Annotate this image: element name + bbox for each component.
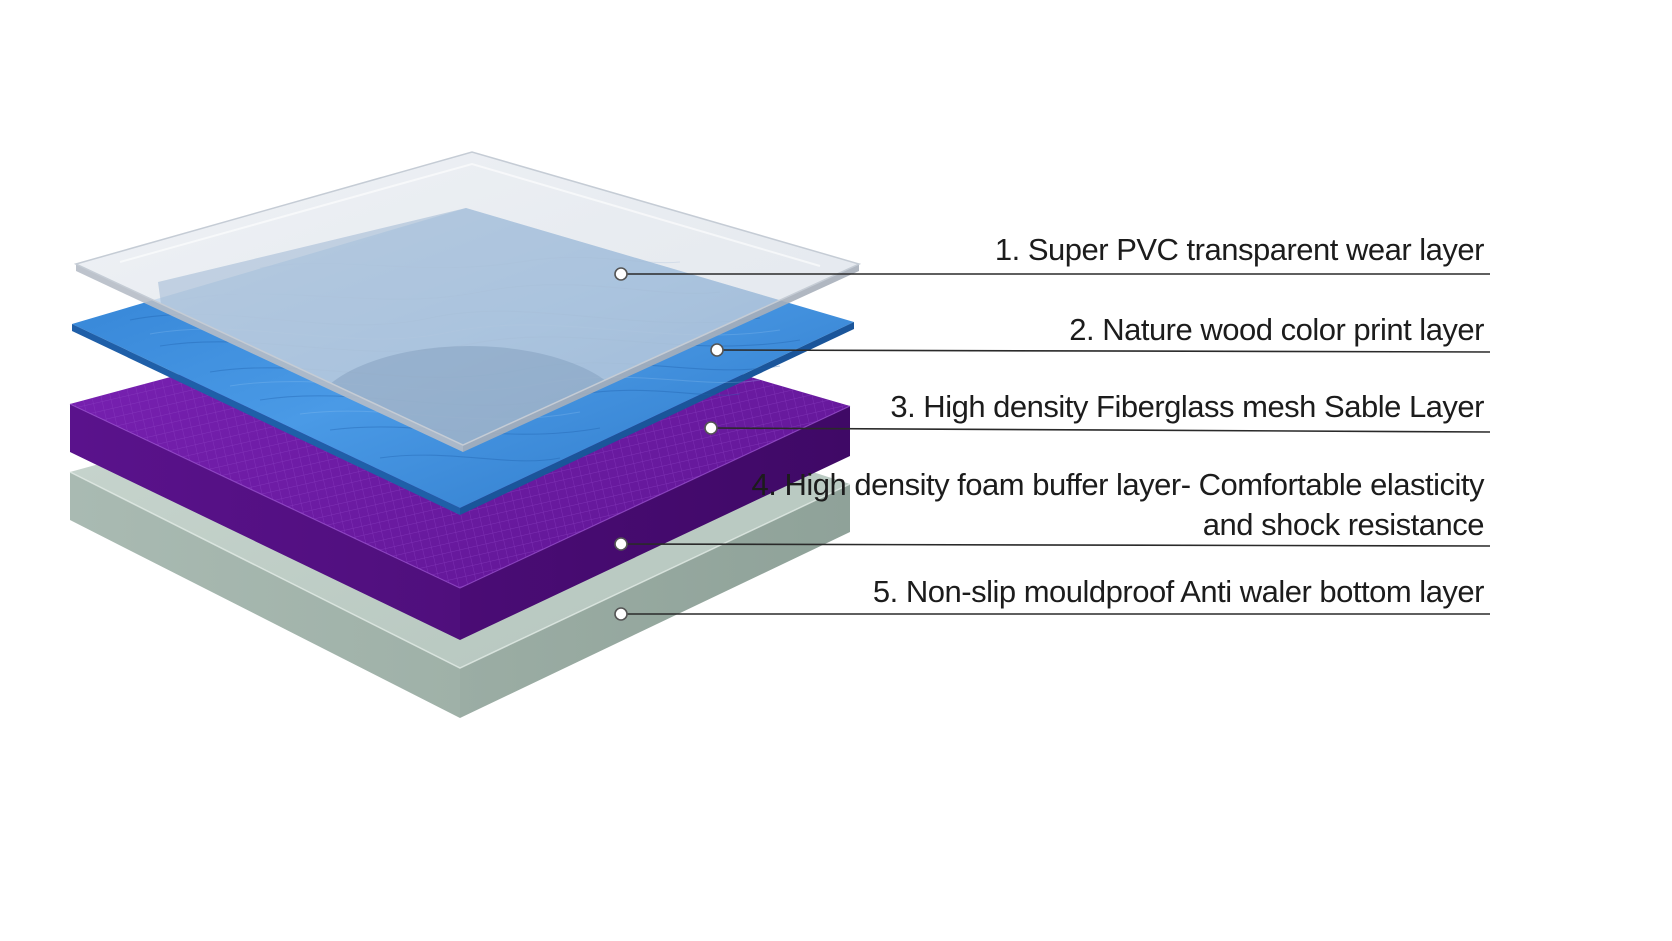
leader-line-fiberglass xyxy=(704,421,1491,435)
label-wear-layer: 1. Super PVC transparent wear layer xyxy=(995,232,1484,267)
marker-dot-foam xyxy=(614,537,628,551)
leader-line-bottom xyxy=(614,607,1490,621)
label-print-layer: 2. Nature wood color print layer xyxy=(1069,312,1484,347)
leader-line-foam xyxy=(614,537,1491,551)
marker-dot-print xyxy=(710,343,724,357)
marker-dot-wear xyxy=(614,267,628,281)
label-fiberglass-layer: 3. High density Fiberglass mesh Sable La… xyxy=(890,389,1484,424)
marker-dot-bottom xyxy=(614,607,628,621)
label-foam-layer-line-1: 4. High density foam buffer layer- Comfo… xyxy=(752,467,1485,502)
label-foam-layer-line-2: and shock resistance xyxy=(1203,507,1484,542)
leader-line-print xyxy=(710,343,1491,357)
label-bottom-layer: 5. Non-slip mouldproof Anti waler bottom… xyxy=(873,574,1484,609)
marker-dot-fiberglass xyxy=(704,421,718,435)
leader-line-wear xyxy=(614,267,1490,281)
